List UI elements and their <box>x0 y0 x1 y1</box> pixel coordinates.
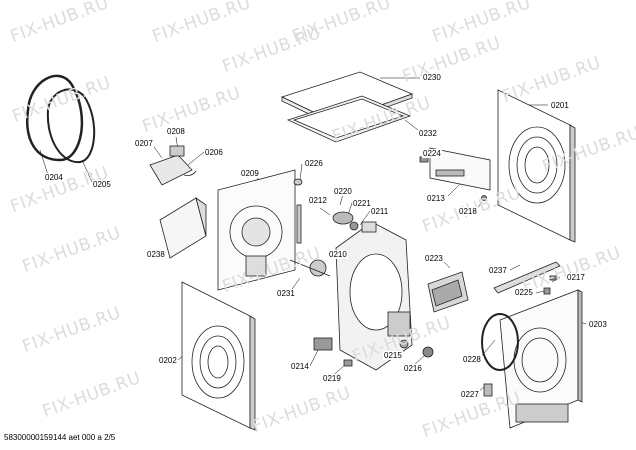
label-0230: 0230 <box>422 73 442 82</box>
label-0225: 0225 <box>514 288 534 297</box>
part-0206-cable <box>183 170 197 176</box>
part-0204-door-seal <box>26 74 84 162</box>
label-0232: 0232 <box>418 129 438 138</box>
label-0218: 0218 <box>458 207 478 216</box>
label-0213: 0213 <box>426 194 446 203</box>
part-0226-grommet <box>293 178 303 186</box>
label-0214: 0214 <box>290 362 310 371</box>
label-0208: 0208 <box>166 127 186 136</box>
label-0205: 0205 <box>92 180 112 189</box>
label-0226: 0226 <box>304 159 324 168</box>
label-0201: 0201 <box>550 101 570 110</box>
label-0203: 0203 <box>588 320 608 329</box>
label-0209: 0209 <box>240 169 260 178</box>
part-0205-door-gasket <box>46 88 96 164</box>
part-0227-latch <box>483 383 493 397</box>
label-0202: 0202 <box>158 356 178 365</box>
part-0219-clip <box>343 359 353 367</box>
label-0227: 0227 <box>460 390 480 399</box>
label-0212: 0212 <box>308 196 328 205</box>
part-0237-rail <box>493 261 561 294</box>
parts <box>26 71 583 431</box>
label-0221: 0221 <box>352 199 372 208</box>
label-0228: 0228 <box>462 355 482 364</box>
part-0218-screw <box>481 195 487 201</box>
label-0217: 0217 <box>566 273 586 282</box>
label-0223: 0223 <box>424 254 444 263</box>
label-0220: 0220 <box>333 187 353 196</box>
label-0224: 0224 <box>422 149 442 158</box>
label-0211: 0211 <box>370 207 390 216</box>
label-0237: 0237 <box>488 266 508 275</box>
document-footer-id: 58300000159144 aet 000 a 2/5 <box>4 433 116 442</box>
label-0219: 0219 <box>322 374 342 383</box>
part-0228-gasket <box>481 313 519 371</box>
label-0206: 0206 <box>204 148 224 157</box>
part-0225-clip <box>543 287 551 295</box>
label-0216: 0216 <box>403 364 423 373</box>
label-0210: 0210 <box>328 250 348 259</box>
part-0215-sensor <box>399 339 409 349</box>
part-0214-bracket <box>313 337 333 351</box>
part-0211-bracket <box>361 221 377 233</box>
label-0231: 0231 <box>276 289 296 298</box>
part-0208-cover <box>169 145 185 157</box>
label-0215: 0215 <box>383 351 403 360</box>
part-0216-valve <box>422 346 434 358</box>
part-0207-module <box>149 154 193 186</box>
part-0217-clip <box>549 275 557 281</box>
part-0212-strip <box>296 204 302 244</box>
part-0213-bracket <box>429 147 491 191</box>
part-0221-pulley <box>349 221 359 231</box>
label-0204: 0204 <box>44 173 64 182</box>
label-0238: 0238 <box>146 250 166 259</box>
part-0220-motor <box>332 211 354 225</box>
label-0207: 0207 <box>134 139 154 148</box>
